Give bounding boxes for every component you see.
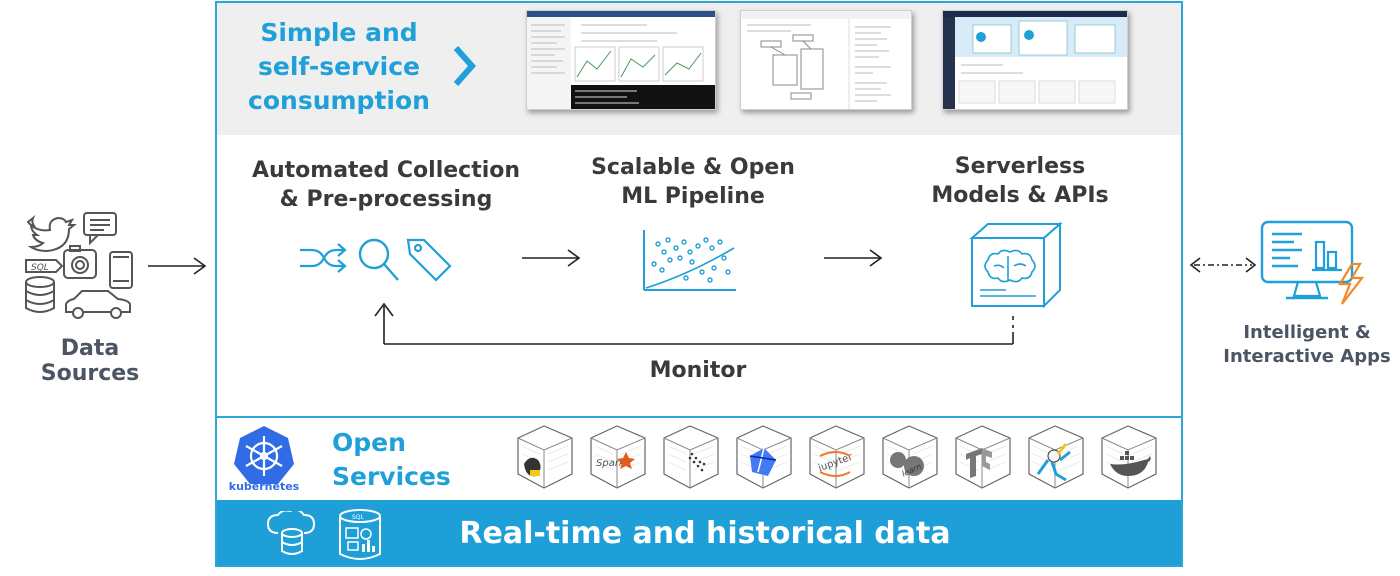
shuffle-icon <box>300 243 347 273</box>
kubernetes-label: kubernetes <box>228 480 300 493</box>
realtime-data-label: Real-time and historical data <box>459 516 951 551</box>
consumption-line-2: self-service <box>257 52 421 81</box>
twitter-icon <box>26 214 77 253</box>
apps-label-1: Intelligent & <box>1243 322 1371 343</box>
scikit-learn-icon: learn <box>882 425 938 489</box>
kubernetes-logo <box>228 424 300 494</box>
svg-text:SQL: SQL <box>352 514 365 521</box>
consumption-line-1: Simple and <box>260 18 418 47</box>
open-services-line-1: Open <box>332 428 406 457</box>
arrow-collection-to-pipeline <box>522 248 582 268</box>
stage-pipeline-title-2: ML Pipeline <box>621 184 765 209</box>
consumption-line-3: consumption <box>248 86 430 115</box>
jupyter-icon: jupyter <box>809 425 865 489</box>
main-frame <box>215 1 1183 567</box>
stage-collection-title-1: Automated Collection <box>251 158 521 183</box>
data-lake-icon: SQL <box>334 508 386 562</box>
input-arrow <box>148 256 208 276</box>
stage-pipeline-title-1: Scalable & Open <box>591 155 795 180</box>
pipeline-screenshot <box>740 10 912 110</box>
tag-icon <box>406 238 452 282</box>
apps-label-2: Interactive Apps <box>1223 346 1391 367</box>
data-sources-label: Data Sources <box>40 336 140 386</box>
arrow-pipeline-to-serverless <box>824 248 884 268</box>
brain-cube-icon <box>966 220 1066 310</box>
phone-icon <box>109 251 133 289</box>
search-icon <box>358 238 399 281</box>
chat-icon <box>83 212 117 246</box>
car-icon <box>65 290 131 319</box>
services-divider <box>217 416 1181 418</box>
tensorflow-icon <box>955 425 1011 489</box>
kubeflow-icon <box>736 425 792 489</box>
monitor-label: Monitor <box>649 358 747 383</box>
lightning-icon <box>1338 262 1365 305</box>
astronaut-icon <box>1028 425 1084 489</box>
chevron-right-icon <box>452 46 476 86</box>
stage-collection-title-2: & Pre-processing <box>279 187 493 212</box>
notebook-screenshot <box>526 10 716 110</box>
monitor-feedback-arrow <box>372 300 1022 352</box>
hive-icon <box>517 425 573 489</box>
dask-icon <box>663 425 719 489</box>
sql-icon: SQL <box>25 259 64 273</box>
stage-serverless-title-1: Serverless <box>954 154 1086 179</box>
data-sources-icons: SQL <box>20 210 140 322</box>
spark-icon: Spark <box>590 425 646 489</box>
open-services-line-2: Services <box>332 462 451 491</box>
collection-icons <box>298 232 458 288</box>
dashboard-monitor-icon <box>1258 218 1370 310</box>
svg-text:SQL: SQL <box>31 263 49 273</box>
database-icon <box>25 276 55 313</box>
dashboard-screenshot <box>942 10 1128 110</box>
cloud-database-icon <box>266 511 322 557</box>
service-cubes: Spark jupyter learn <box>514 424 1164 494</box>
bidirectional-arrow <box>1188 255 1258 275</box>
docker-icon <box>1101 425 1157 489</box>
svg-text:Spark: Spark <box>596 458 626 469</box>
stage-serverless-title-2: Models & APIs <box>931 183 1109 208</box>
camera-icon <box>63 245 97 279</box>
scatter-plot-icon <box>640 228 740 294</box>
